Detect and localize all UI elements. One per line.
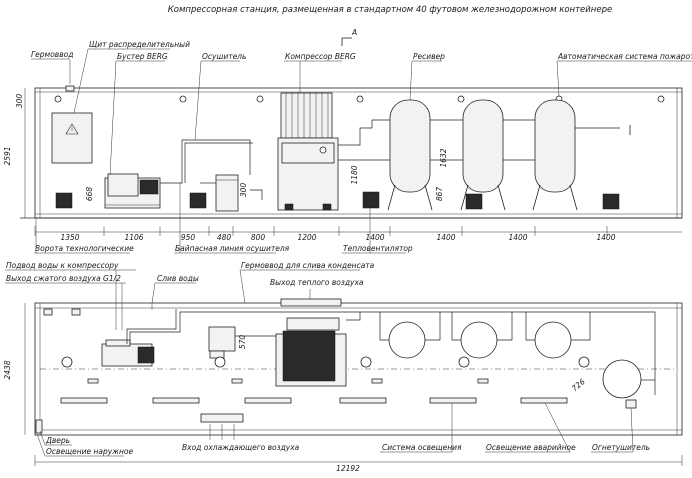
label-lighting: Система освещения	[382, 443, 462, 452]
dryer-plan	[208, 326, 236, 352]
warm-air-outlet	[280, 298, 342, 307]
plan-view: 2438 570 726 12192 Подвод воды к компрес…	[3, 261, 683, 473]
lighting-fixtures	[60, 397, 637, 409]
side-view: 2591 300 668 300 1180 1632 867 1350 1106…	[3, 40, 692, 254]
plan-fans	[61, 356, 590, 368]
plan-container-outline	[34, 302, 683, 436]
receiver-tanks	[387, 99, 578, 211]
section-mark-label: А	[351, 28, 357, 37]
label-bypass: Байпасная линия осушителя	[175, 244, 290, 253]
dim-bottom-2: 950	[181, 233, 196, 242]
side-piping	[160, 119, 631, 200]
dim-height-total: 2591	[3, 146, 12, 165]
dim-bottom-7: 1400	[436, 233, 455, 242]
label-compressor: Компрессор BERG	[285, 52, 356, 61]
label-door: Дверь	[45, 436, 70, 445]
label-air-outlet: Выход сжатого воздуха G1/2	[6, 274, 121, 283]
drawing-title: Компрессорная станция, размещенная в ста…	[168, 5, 612, 15]
label-extinguisher: Огнетушитель	[592, 443, 650, 452]
dim-pipe-height: 1180	[350, 165, 359, 184]
dim-bottom-4: 800	[251, 233, 266, 242]
plan-piping	[115, 303, 656, 395]
compressor-unit	[277, 92, 339, 211]
switchboard-icon	[51, 112, 93, 164]
label-hermovvod: Гермоввод	[31, 50, 73, 59]
label-drain: Слив воды	[157, 274, 199, 283]
plan-small-tags	[87, 378, 489, 384]
receivers-plan	[388, 321, 642, 399]
label-receiver: Ресивер	[413, 52, 445, 61]
label-hermovvod-condensate: Гермоввод для слива конденсата	[241, 261, 375, 270]
booster-unit	[104, 173, 161, 209]
label-booster: Бустер BERG	[117, 52, 168, 61]
dim-bottom-5: 1200	[297, 233, 316, 242]
dim-bottom-6: 1400	[365, 233, 384, 242]
label-dryer: Осушитель	[202, 52, 246, 61]
label-warm-air: Выход теплого воздуха	[270, 278, 364, 287]
dim-bottom-0: 1350	[60, 233, 79, 242]
label-gate: Ворота технологические	[35, 244, 134, 253]
dim-dryer-height: 300	[239, 183, 248, 198]
ceiling-lamps	[54, 95, 665, 103]
dim-bottom-8: 1400	[508, 233, 527, 242]
label-fire-system: Автоматическая система пожаротушения	[557, 52, 692, 61]
dim-bottom-3: 480	[217, 233, 232, 242]
dim-bottom-1: 1106	[124, 233, 143, 242]
label-emergency-light: Освещение аварийное	[486, 443, 576, 452]
dim-booster-height: 668	[85, 187, 94, 202]
label-water-supply: Подвод воды к компрессору	[6, 261, 119, 270]
label-heater: Тепловентилятор	[343, 244, 413, 253]
dim-receiver-leg: 867	[435, 187, 444, 202]
dim-receiver-height: 1632	[439, 148, 448, 167]
section-mark-a: А	[341, 28, 357, 46]
door-icon	[35, 419, 43, 434]
booster-plan	[101, 339, 155, 367]
dim-top: 300	[15, 94, 24, 109]
hermovvod-icon	[65, 60, 75, 92]
label-cooling-air: Вход охлаждающего воздуха	[182, 443, 300, 452]
floor-heaters	[55, 191, 620, 210]
dim-receiver-offset: 726	[570, 377, 587, 393]
bottom-dim-chain: 1350 1106 950 480 800 1200 1400 1400 140…	[34, 226, 616, 242]
dim-dryer-plan: 570	[238, 335, 247, 350]
cooling-air-inlet	[200, 413, 244, 423]
dryer-unit	[215, 174, 239, 212]
dim-plan-width: 2438	[3, 360, 12, 379]
dim-bottom-9: 1400	[596, 233, 615, 242]
dim-length-total: 12192	[336, 464, 360, 473]
label-switchboard: Щит распределительный	[89, 40, 190, 49]
label-outdoor-light: Освещение наружное	[46, 447, 133, 456]
compressor-plan	[275, 317, 347, 387]
